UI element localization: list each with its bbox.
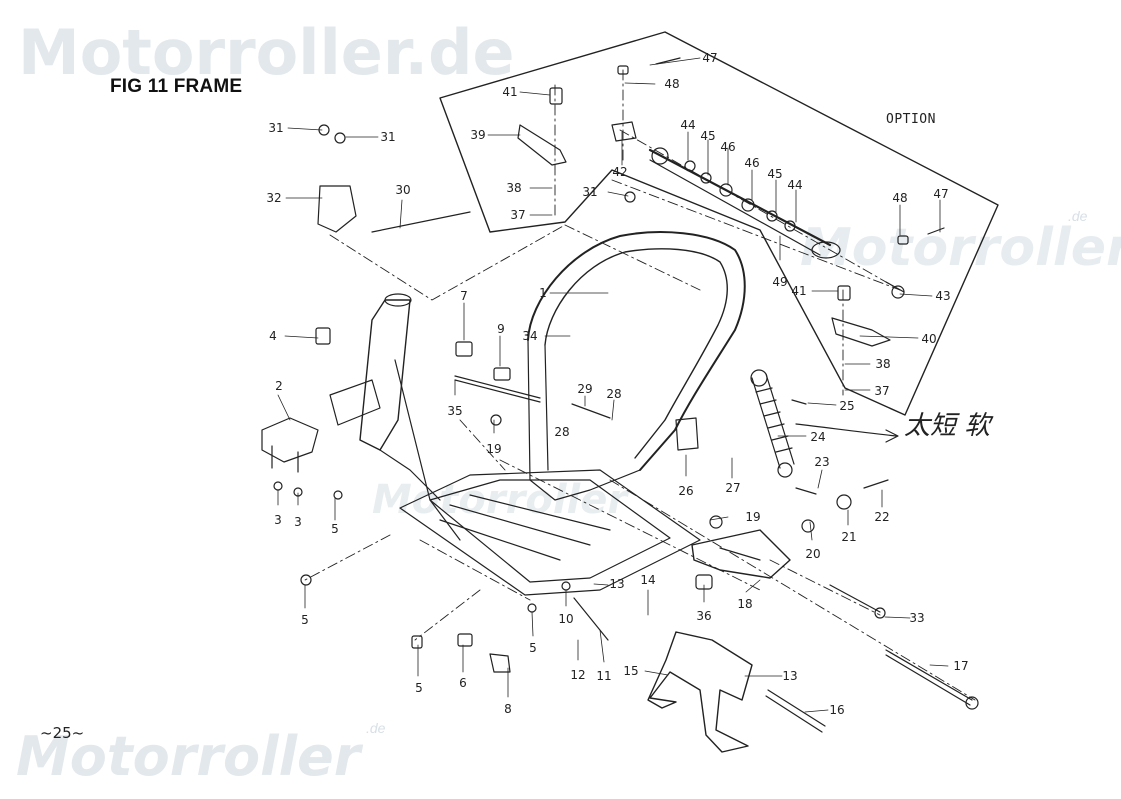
part-callout-24: 24 bbox=[810, 430, 826, 444]
part-callout-16: 16 bbox=[829, 703, 845, 717]
part-callout-37b: 37 bbox=[874, 384, 890, 398]
rod-30 bbox=[371, 211, 471, 233]
option-boundary bbox=[439, 31, 999, 416]
watermark-sub-bottom: .de bbox=[366, 720, 386, 736]
swing-arm-18 bbox=[691, 529, 791, 579]
part-callout-38b: 38 bbox=[875, 357, 891, 371]
part-callout-1: 1 bbox=[539, 286, 547, 300]
part-callout-43: 43 bbox=[935, 289, 951, 303]
arm-40 bbox=[831, 317, 891, 347]
part-callout-5d: 5 bbox=[529, 641, 537, 655]
part-callout-15: 15 bbox=[623, 664, 639, 678]
arm-39 bbox=[517, 124, 567, 166]
part-callout-34: 34 bbox=[522, 329, 538, 343]
part-callout-42: 42 bbox=[612, 165, 628, 179]
option-label: OPTION bbox=[886, 112, 936, 127]
figure-title: FIG 11 FRAME bbox=[110, 76, 243, 97]
part-callout-13b: 13 bbox=[782, 669, 798, 683]
part-callout-25: 25 bbox=[839, 399, 855, 413]
part-callout-47a: 47 bbox=[702, 51, 718, 65]
watermark-bottom: Motorroller bbox=[16, 725, 361, 788]
part-callout-36: 36 bbox=[696, 609, 712, 623]
main-stand-15 bbox=[647, 631, 753, 753]
page-number: ~25~ bbox=[40, 724, 85, 742]
part-callout-5b: 5 bbox=[301, 613, 309, 627]
part-callout-27: 27 bbox=[725, 481, 741, 495]
shaft-35 bbox=[454, 375, 541, 399]
part-callout-19a: 19 bbox=[486, 442, 502, 456]
part-callout-14: 14 bbox=[640, 573, 656, 587]
part-callout-28b: 28 bbox=[554, 425, 570, 439]
handwritten-note: 太短 软 bbox=[904, 411, 991, 441]
part-callout-5a: 5 bbox=[331, 522, 339, 536]
bolt-17 bbox=[885, 649, 973, 701]
part-callout-31c: 31 bbox=[582, 185, 598, 199]
part-callout-31b: 31 bbox=[380, 130, 396, 144]
part-callout-35: 35 bbox=[447, 404, 463, 418]
floor-pan bbox=[399, 469, 701, 596]
part-callout-23: 23 bbox=[814, 455, 830, 469]
main-frame-tube bbox=[527, 231, 746, 471]
part-callout-49: 49 bbox=[772, 275, 788, 289]
bracket-32 bbox=[317, 185, 357, 233]
part-callout-46a: 46 bbox=[720, 140, 736, 154]
part-callout-8: 8 bbox=[504, 702, 512, 716]
part-callout-11: 11 bbox=[596, 669, 612, 683]
rod-16 bbox=[767, 689, 826, 727]
part-callout-40: 40 bbox=[921, 332, 937, 346]
part-callout-2: 2 bbox=[275, 379, 283, 393]
part-callout-6: 6 bbox=[459, 676, 467, 690]
part-callout-7: 7 bbox=[460, 289, 468, 303]
watermark-sub-right: .de bbox=[1068, 208, 1088, 224]
part-callout-45b: 45 bbox=[767, 167, 783, 181]
part-callout-46b: 46 bbox=[744, 156, 760, 170]
part-callout-32: 32 bbox=[266, 191, 282, 205]
part-callout-44a: 44 bbox=[680, 118, 696, 132]
part-callout-10: 10 bbox=[558, 612, 574, 626]
shock-absorber-24 bbox=[750, 369, 795, 478]
part-callout-37a: 37 bbox=[510, 208, 526, 222]
part-callout-21: 21 bbox=[841, 530, 857, 544]
part-callout-41a: 41 bbox=[502, 85, 518, 99]
part-callout-39: 39 bbox=[470, 128, 486, 142]
part-callout-45a: 45 bbox=[700, 129, 716, 143]
part-callout-12: 12 bbox=[570, 668, 586, 682]
part-callout-26: 26 bbox=[678, 484, 694, 498]
part-callout-9: 9 bbox=[497, 322, 505, 336]
watermark-right: Motorroller bbox=[800, 218, 1121, 278]
part-callout-41b: 41 bbox=[791, 284, 807, 298]
part-callout-48b: 48 bbox=[892, 191, 908, 205]
part-callout-18: 18 bbox=[737, 597, 753, 611]
part-callout-29: 29 bbox=[577, 382, 593, 396]
head-tube bbox=[359, 299, 411, 451]
part-callout-3b: 3 bbox=[294, 515, 302, 529]
part-callout-28a: 28 bbox=[606, 387, 622, 401]
part-callout-17: 17 bbox=[953, 659, 969, 673]
watermark-top: Motorroller.de bbox=[18, 16, 515, 89]
part-callout-13a: 13 bbox=[609, 577, 625, 591]
part-callout-5c: 5 bbox=[415, 681, 423, 695]
part-callout-19b: 19 bbox=[745, 510, 761, 524]
part-callout-4: 4 bbox=[269, 329, 277, 343]
part-callout-48a: 48 bbox=[664, 77, 680, 91]
part-callout-22: 22 bbox=[874, 510, 890, 524]
bracket-2 bbox=[261, 417, 319, 463]
part-callout-47b: 47 bbox=[933, 187, 949, 201]
option-bar bbox=[648, 148, 832, 247]
part-callout-38a: 38 bbox=[506, 181, 522, 195]
part-callout-44b: 44 bbox=[787, 178, 803, 192]
part-callout-33: 33 bbox=[909, 611, 925, 625]
part-callout-3a: 3 bbox=[274, 513, 282, 527]
part-callout-20: 20 bbox=[805, 547, 821, 561]
part-callout-31a: 31 bbox=[268, 121, 284, 135]
part-callout-30: 30 bbox=[395, 183, 411, 197]
watermark-center: Motorroller bbox=[372, 477, 628, 523]
